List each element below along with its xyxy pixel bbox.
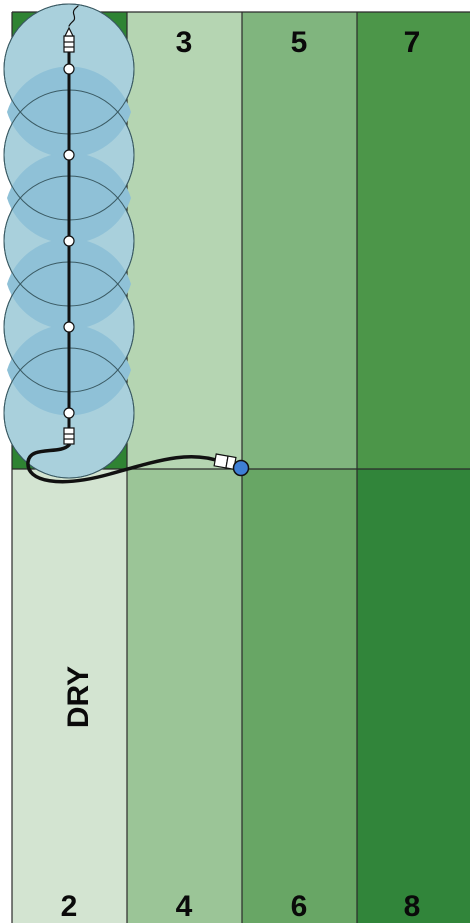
zone-label-5: 5	[291, 26, 308, 59]
zone-label-4: 4	[176, 890, 193, 923]
sprinkler-head-icon	[63, 63, 75, 75]
zone-label-7: 7	[404, 26, 421, 59]
zone-5	[242, 12, 357, 469]
hose-line	[26, 443, 224, 484]
water-source-icon[interactable]	[232, 459, 250, 477]
zone-label-6: 6	[291, 890, 308, 923]
zone-4	[127, 469, 242, 923]
zone-6	[242, 469, 357, 923]
zone-label-8: 8	[404, 890, 421, 923]
zone-2	[12, 469, 127, 923]
sprinkler-heads	[63, 63, 75, 419]
sprinkler-head-icon	[63, 149, 75, 161]
sprinkler-head-icon	[63, 407, 75, 419]
zone-8	[357, 469, 470, 923]
zone-labels: 3 5 7 2 4 6 8 DRY	[61, 26, 421, 923]
dry-label: DRY	[62, 666, 95, 728]
zone-3	[127, 12, 242, 469]
zone-7	[357, 12, 470, 469]
top-coupling-icon	[63, 26, 75, 53]
hydrant-coupling-icon	[213, 453, 237, 470]
zone-label-2: 2	[61, 890, 78, 923]
hose-tail	[68, 5, 79, 27]
field-zones	[12, 12, 470, 923]
sprinkler-head-icon	[63, 235, 75, 247]
sprinkler-head-icon	[63, 321, 75, 333]
couplings	[63, 26, 237, 470]
bottom-coupling-icon	[63, 427, 75, 445]
zone-label-3: 3	[176, 26, 193, 59]
